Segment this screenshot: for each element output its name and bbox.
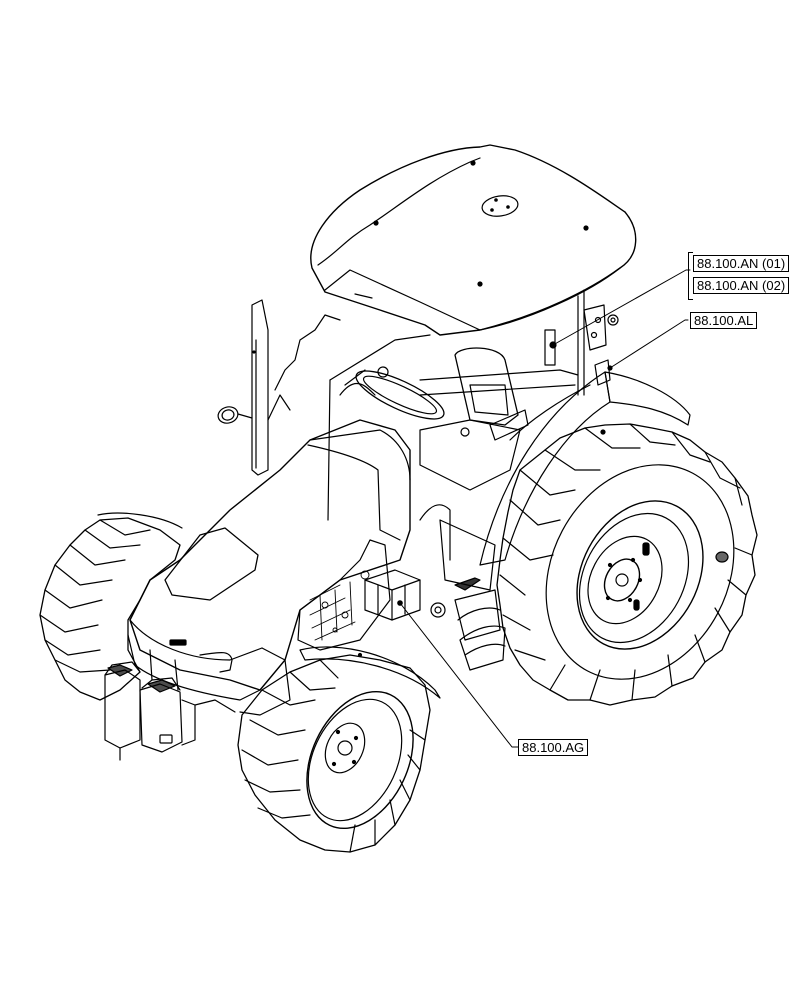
callout-88-100-ag[interactable]: 88.100.AG — [518, 739, 589, 756]
engine-compartment — [297, 539, 391, 651]
exhaust-stack — [251, 299, 269, 476]
cab-roof — [310, 144, 637, 336]
steering-wheel — [339, 366, 445, 420]
battery-box — [364, 569, 446, 621]
cab-frame — [327, 289, 619, 521]
rear-right-wheel — [496, 423, 758, 706]
front-ballast-weights — [104, 661, 236, 761]
cab-steps — [419, 504, 506, 671]
engine-hood — [127, 419, 411, 716]
callout-88-100-an-02[interactable]: 88.100.AN (02) — [693, 277, 790, 294]
front-fender — [299, 646, 441, 699]
front-left-wheel — [39, 512, 183, 701]
rear-fender — [479, 371, 691, 566]
callout-88-100-an-01[interactable]: 88.100.AN (01) — [693, 255, 790, 272]
operator-seat — [419, 347, 529, 491]
front-right-wheel — [237, 654, 431, 853]
side-mirror — [217, 406, 253, 424]
callout-88-100-al[interactable]: 88.100.AL — [690, 312, 758, 329]
rear-left-wheel — [267, 314, 341, 421]
an-group-bracket — [688, 252, 693, 300]
